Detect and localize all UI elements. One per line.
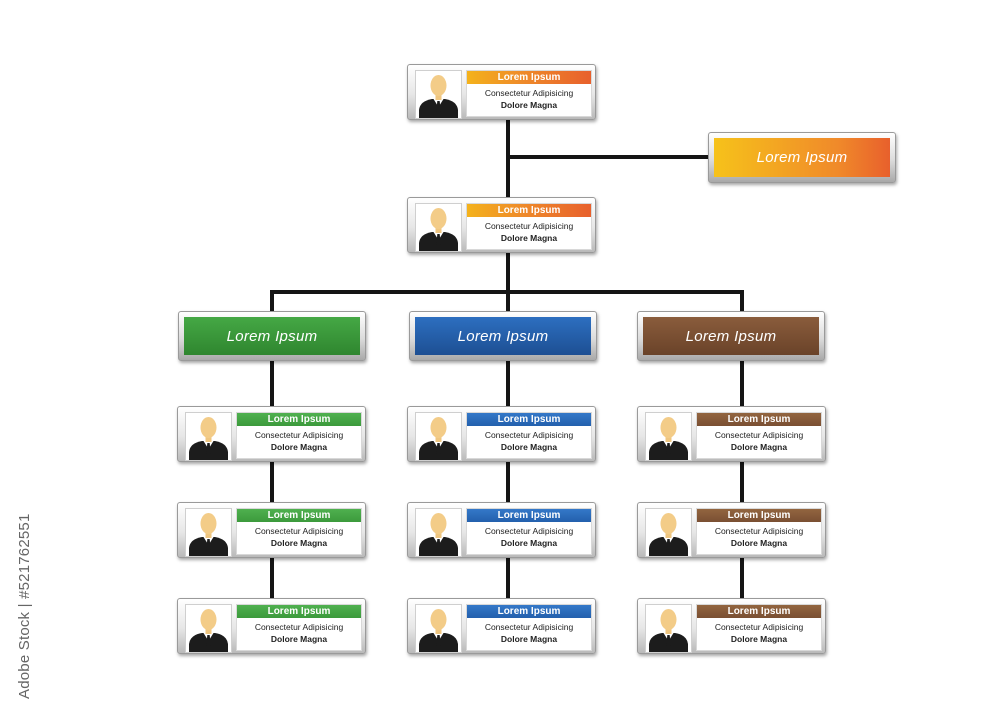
card-title: Lorem Ipsum [467, 71, 591, 84]
card-body: Lorem Ipsum Consectetur Adipisicing Dolo… [466, 203, 592, 250]
connector-green-column [270, 358, 274, 602]
card-subtitle: Consectetur Adipisicing [484, 221, 574, 231]
person-card-brown-2[interactable]: Lorem Ipsum Consectetur Adipisicing Dolo… [637, 502, 826, 558]
card-subtitle: Consectetur Adipisicing [714, 622, 804, 632]
person-card-blue-1[interactable]: Lorem Ipsum Consectetur Adipisicing Dolo… [407, 406, 596, 462]
card-title: Lorem Ipsum [467, 204, 591, 217]
connector-second-vertical [506, 252, 510, 312]
person-card-green-1[interactable]: Lorem Ipsum Consectetur Adipisicing Dolo… [177, 406, 366, 462]
card-description: Dolore Magna [500, 634, 558, 644]
stock-credit-text: Adobe Stock | #521762551 [16, 513, 33, 699]
card-title: Lorem Ipsum [697, 605, 821, 618]
person-card-green-3[interactable]: Lorem Ipsum Consectetur Adipisicing Dolo… [177, 598, 366, 654]
label-brown-text: Lorem Ipsum [643, 317, 819, 355]
person-silhouette-icon [185, 604, 232, 653]
connector-side-branch [506, 155, 710, 159]
person-silhouette-icon [415, 70, 462, 119]
card-body: Lorem Ipsum Consectetur Adipisicing Dolo… [466, 604, 592, 651]
label-brown-department[interactable]: Lorem Ipsum [637, 311, 825, 361]
card-description: Dolore Magna [730, 442, 788, 452]
person-silhouette-icon [415, 412, 462, 461]
card-subtitle: Consectetur Adipisicing [484, 430, 574, 440]
card-subtitle: Consectetur Adipisicing [254, 526, 344, 536]
label-green-department[interactable]: Lorem Ipsum [178, 311, 366, 361]
label-green-text: Lorem Ipsum [184, 317, 360, 355]
person-silhouette-icon [185, 508, 232, 557]
card-description: Dolore Magna [270, 538, 328, 548]
card-body: Lorem Ipsum Consectetur Adipisicing Dolo… [696, 412, 822, 459]
card-title: Lorem Ipsum [467, 509, 591, 522]
card-body: Lorem Ipsum Consectetur Adipisicing Dolo… [696, 604, 822, 651]
person-silhouette-icon [415, 604, 462, 653]
person-card-green-2[interactable]: Lorem Ipsum Consectetur Adipisicing Dolo… [177, 502, 366, 558]
card-title: Lorem Ipsum [237, 605, 361, 618]
label-side[interactable]: Lorem Ipsum [708, 132, 896, 183]
card-description: Dolore Magna [270, 634, 328, 644]
connector-brown-column [740, 358, 744, 602]
person-silhouette-icon [645, 508, 692, 557]
card-title: Lorem Ipsum [237, 413, 361, 426]
card-subtitle: Consectetur Adipisicing [254, 430, 344, 440]
card-title: Lorem Ipsum [467, 413, 591, 426]
card-subtitle: Consectetur Adipisicing [484, 88, 574, 98]
card-body: Lorem Ipsum Consectetur Adipisicing Dolo… [696, 508, 822, 555]
connector-blue-column [506, 358, 510, 602]
card-description: Dolore Magna [730, 634, 788, 644]
person-card-blue-2[interactable]: Lorem Ipsum Consectetur Adipisicing Dolo… [407, 502, 596, 558]
card-body: Lorem Ipsum Consectetur Adipisicing Dolo… [466, 508, 592, 555]
person-silhouette-icon [185, 412, 232, 461]
person-silhouette-icon [415, 203, 462, 252]
person-silhouette-icon [645, 604, 692, 653]
card-title: Lorem Ipsum [697, 413, 821, 426]
person-card-top[interactable]: Lorem Ipsum Consectetur Adipisicing Dolo… [407, 64, 596, 120]
connector-horizontal-bus [270, 290, 744, 294]
label-blue-department[interactable]: Lorem Ipsum [409, 311, 597, 361]
label-blue-text: Lorem Ipsum [415, 317, 591, 355]
card-description: Dolore Magna [270, 442, 328, 452]
card-title: Lorem Ipsum [467, 605, 591, 618]
card-body: Lorem Ipsum Consectetur Adipisicing Dolo… [466, 412, 592, 459]
person-card-second[interactable]: Lorem Ipsum Consectetur Adipisicing Dolo… [407, 197, 596, 253]
card-subtitle: Consectetur Adipisicing [254, 622, 344, 632]
card-subtitle: Consectetur Adipisicing [484, 622, 574, 632]
card-body: Lorem Ipsum Consectetur Adipisicing Dolo… [236, 604, 362, 651]
card-subtitle: Consectetur Adipisicing [714, 526, 804, 536]
person-card-blue-3[interactable]: Lorem Ipsum Consectetur Adipisicing Dolo… [407, 598, 596, 654]
person-card-brown-3[interactable]: Lorem Ipsum Consectetur Adipisicing Dolo… [637, 598, 826, 654]
card-description: Dolore Magna [730, 538, 788, 548]
connector-green-drop [270, 290, 274, 312]
person-card-brown-1[interactable]: Lorem Ipsum Consectetur Adipisicing Dolo… [637, 406, 826, 462]
card-body: Lorem Ipsum Consectetur Adipisicing Dolo… [466, 70, 592, 117]
label-side-text: Lorem Ipsum [714, 138, 890, 177]
card-description: Dolore Magna [500, 442, 558, 452]
connector-brown-drop [740, 290, 744, 312]
card-subtitle: Consectetur Adipisicing [484, 526, 574, 536]
card-body: Lorem Ipsum Consectetur Adipisicing Dolo… [236, 508, 362, 555]
card-description: Dolore Magna [500, 233, 558, 243]
person-silhouette-icon [645, 412, 692, 461]
card-title: Lorem Ipsum [237, 509, 361, 522]
card-title: Lorem Ipsum [697, 509, 821, 522]
card-body: Lorem Ipsum Consectetur Adipisicing Dolo… [236, 412, 362, 459]
card-subtitle: Consectetur Adipisicing [714, 430, 804, 440]
card-description: Dolore Magna [500, 538, 558, 548]
person-silhouette-icon [415, 508, 462, 557]
card-description: Dolore Magna [500, 100, 558, 110]
